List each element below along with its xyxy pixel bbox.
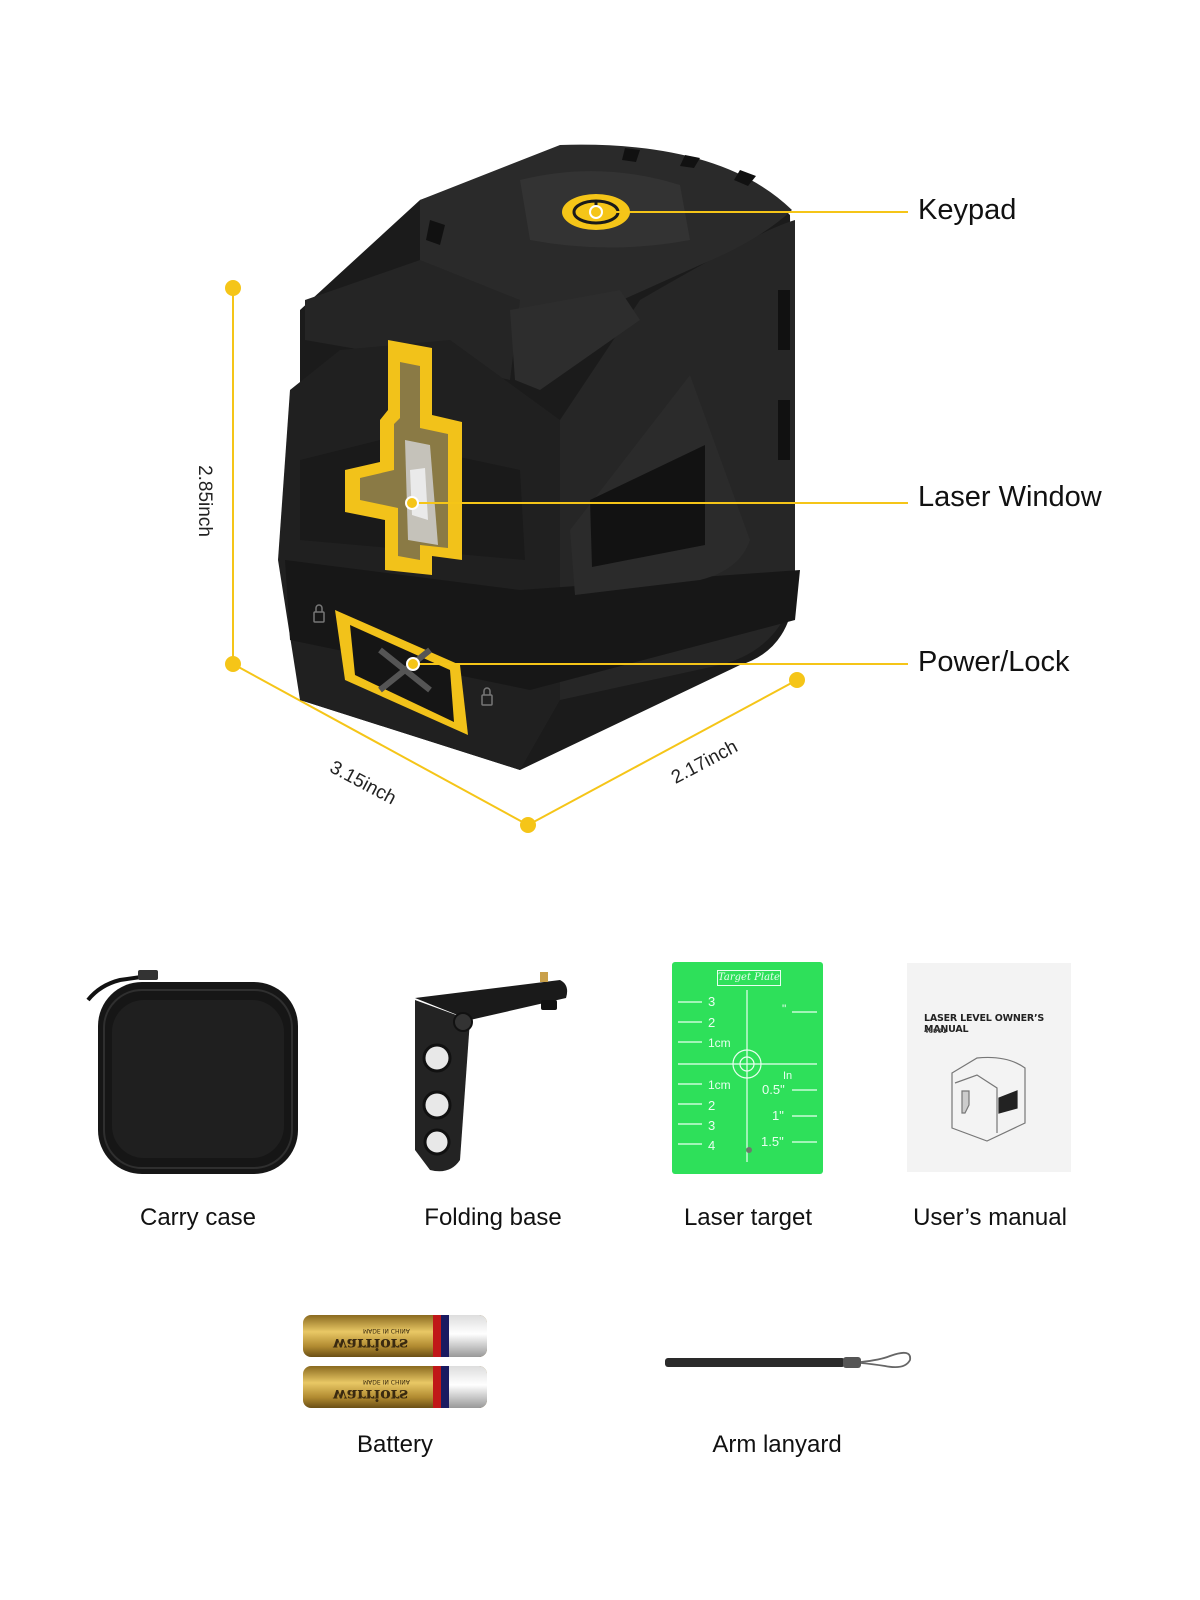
target-scale-left: 1cm [708,1078,731,1092]
laser-target-image: Target Plate 3 2 1cm 1cm 2 3 4 " In 0.5"… [672,962,823,1174]
accessory-label-carry-case: Carry case [139,1204,257,1231]
accessory-label-laser-target: Laser target [683,1204,813,1231]
target-scale-right: 1" [772,1108,784,1123]
laser-window [345,340,462,575]
laser-level-body [278,144,800,770]
laser-level-illustration [225,144,908,833]
target-scale-right: In [783,1070,793,1082]
target-scale-left: 3 [708,1118,716,1133]
padlock-icon [481,687,493,706]
manual-title: LASER LEVEL OWNER’S MANUAL [924,1013,1045,1035]
callout-power-lock: Power/Lock [918,646,1070,678]
callout-laser-window: Laser Window [918,481,1102,513]
padlock-icon [313,604,325,623]
target-scale-left: 3 [708,994,716,1009]
dimension-height-label: 2.85inch [193,465,215,537]
target-scale-left: 2 [708,1098,716,1113]
battery-image: warriors MADE IN CHINA [303,1366,487,1408]
target-scale-left: 4 [708,1138,716,1153]
dimension-dots [225,280,805,833]
target-scale-right: 1.5" [761,1134,784,1149]
callout-dots [405,205,603,671]
users-manual-image: LASER LEVEL OWNER’S MANUAL 46901 [907,963,1071,1172]
target-plate-title: Target Plate [717,970,781,986]
manual-model: 46901 [924,1027,947,1035]
accessory-label-arm-lanyard: Arm lanyard [712,1431,842,1458]
target-scale-right: " [782,1002,787,1016]
battery-image: warriors MADE IN CHINA [303,1315,487,1357]
battery-brand: warriors [333,1386,409,1405]
accessory-label-folding-base: Folding base [424,1204,562,1231]
target-scale-left: 2 [708,1015,716,1030]
battery-brand: warriors [333,1335,409,1354]
callout-lines [412,211,908,665]
accessory-label-battery: Battery [356,1431,434,1458]
accessory-label-users-manual: User’s manual [913,1204,1067,1231]
target-scale-right: 0.5" [762,1082,785,1097]
target-scale-left: 1cm [708,1036,731,1050]
battery-made-in: MADE IN CHINA [363,1378,410,1385]
dimension-lines [232,288,798,826]
callout-keypad: Keypad [918,194,1017,226]
power-lock-switch[interactable] [335,610,468,735]
battery-made-in: MADE IN CHINA [363,1327,410,1334]
